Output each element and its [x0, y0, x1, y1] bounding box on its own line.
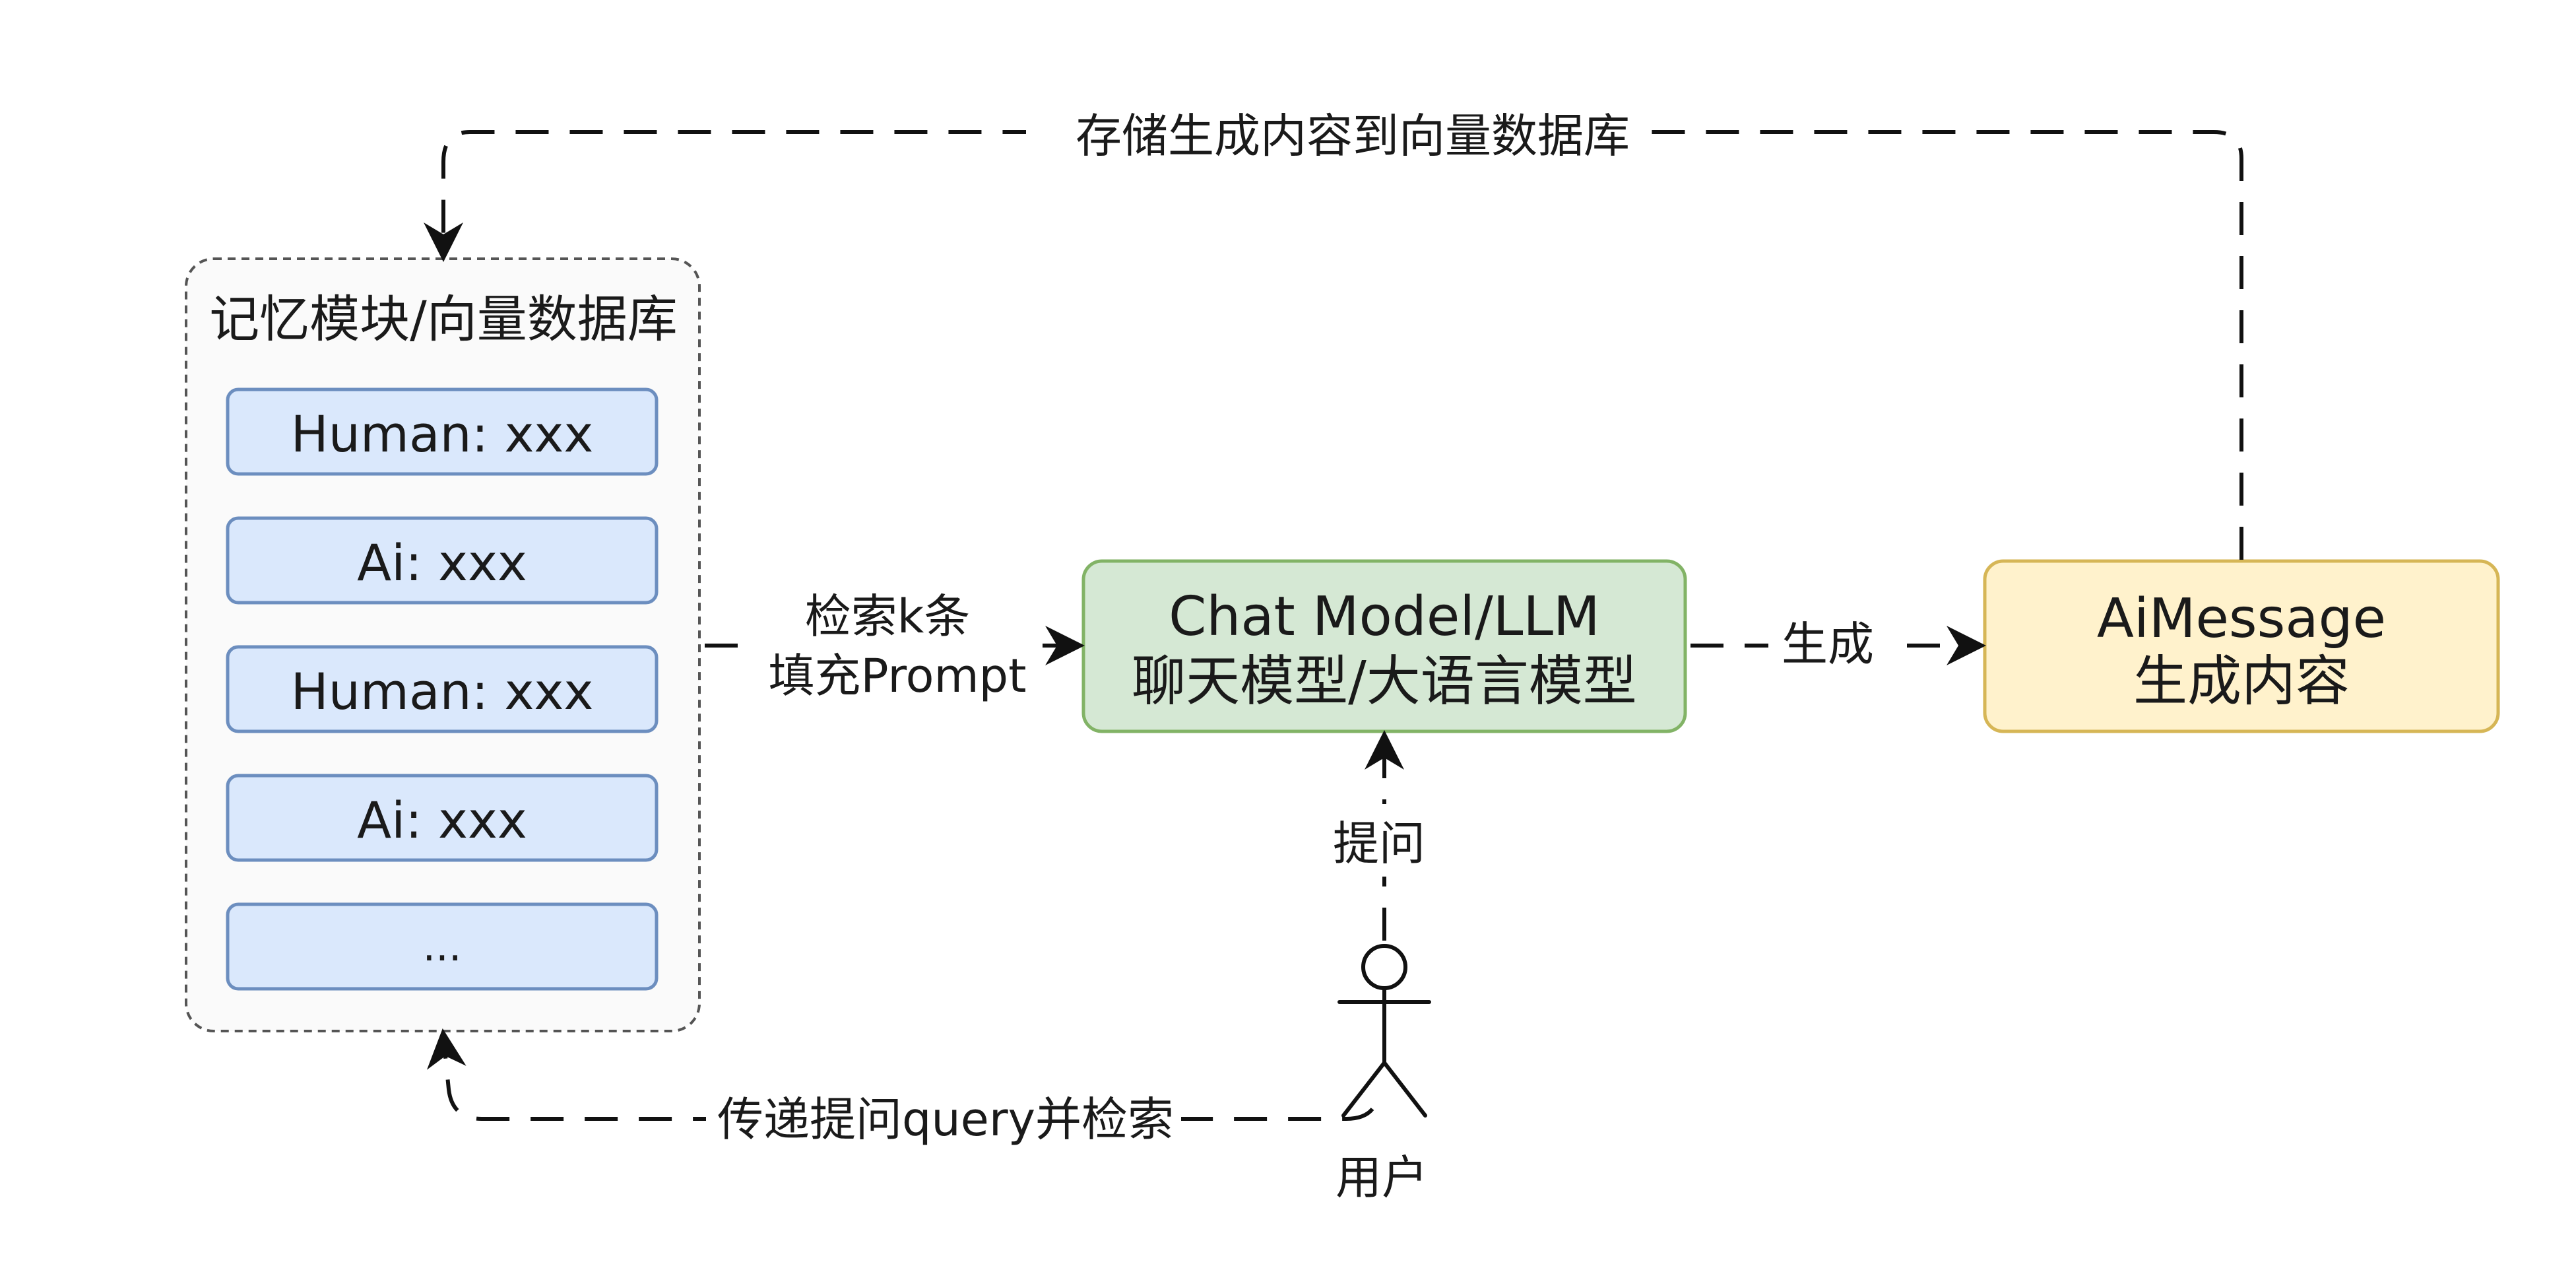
- memory-item: Ai: xxx: [226, 774, 659, 862]
- generate-edge-label: 生成: [1782, 617, 1874, 671]
- query-edge-label: 传递提问query并检索: [717, 1092, 1174, 1147]
- retrieve-edge-label-line1: 检索k条: [805, 589, 971, 644]
- query-edge: [426, 1028, 1374, 1121]
- memory-item-label: Ai: xxx: [357, 791, 527, 850]
- retrieve-edge-label-line2: 填充Prompt: [768, 649, 1026, 703]
- user-label: 用户: [1336, 1151, 1428, 1205]
- memory-item-label: Human: xxx: [291, 662, 594, 721]
- memory-module-title: 记忆模块/向量数据库: [209, 290, 678, 349]
- chat-model-line2: 聊天模型/大语言模型: [1132, 650, 1637, 713]
- ai-message-line1: AiMessage: [2097, 587, 2386, 650]
- store-edge-label: 存储生成内容到向量数据库: [1076, 109, 1630, 163]
- chat-model-line1: Chat Model/LLM: [1169, 585, 1600, 648]
- ask-edge-label: 提问: [1333, 817, 1425, 871]
- memory-item-label: Ai: xxx: [357, 533, 527, 592]
- memory-item: Human: xxx: [226, 645, 659, 733]
- ai-message-line2: 生成内容: [2133, 650, 2350, 713]
- person-icon: [1337, 944, 1431, 1118]
- memory-item: ...: [226, 902, 659, 991]
- memory-item: Ai: xxx: [226, 516, 659, 605]
- memory-item-label: Human: xxx: [291, 405, 594, 463]
- memory-item-label: ...: [422, 922, 461, 970]
- memory-item: Human: xxx: [226, 387, 659, 476]
- store-edge: [424, 130, 2243, 560]
